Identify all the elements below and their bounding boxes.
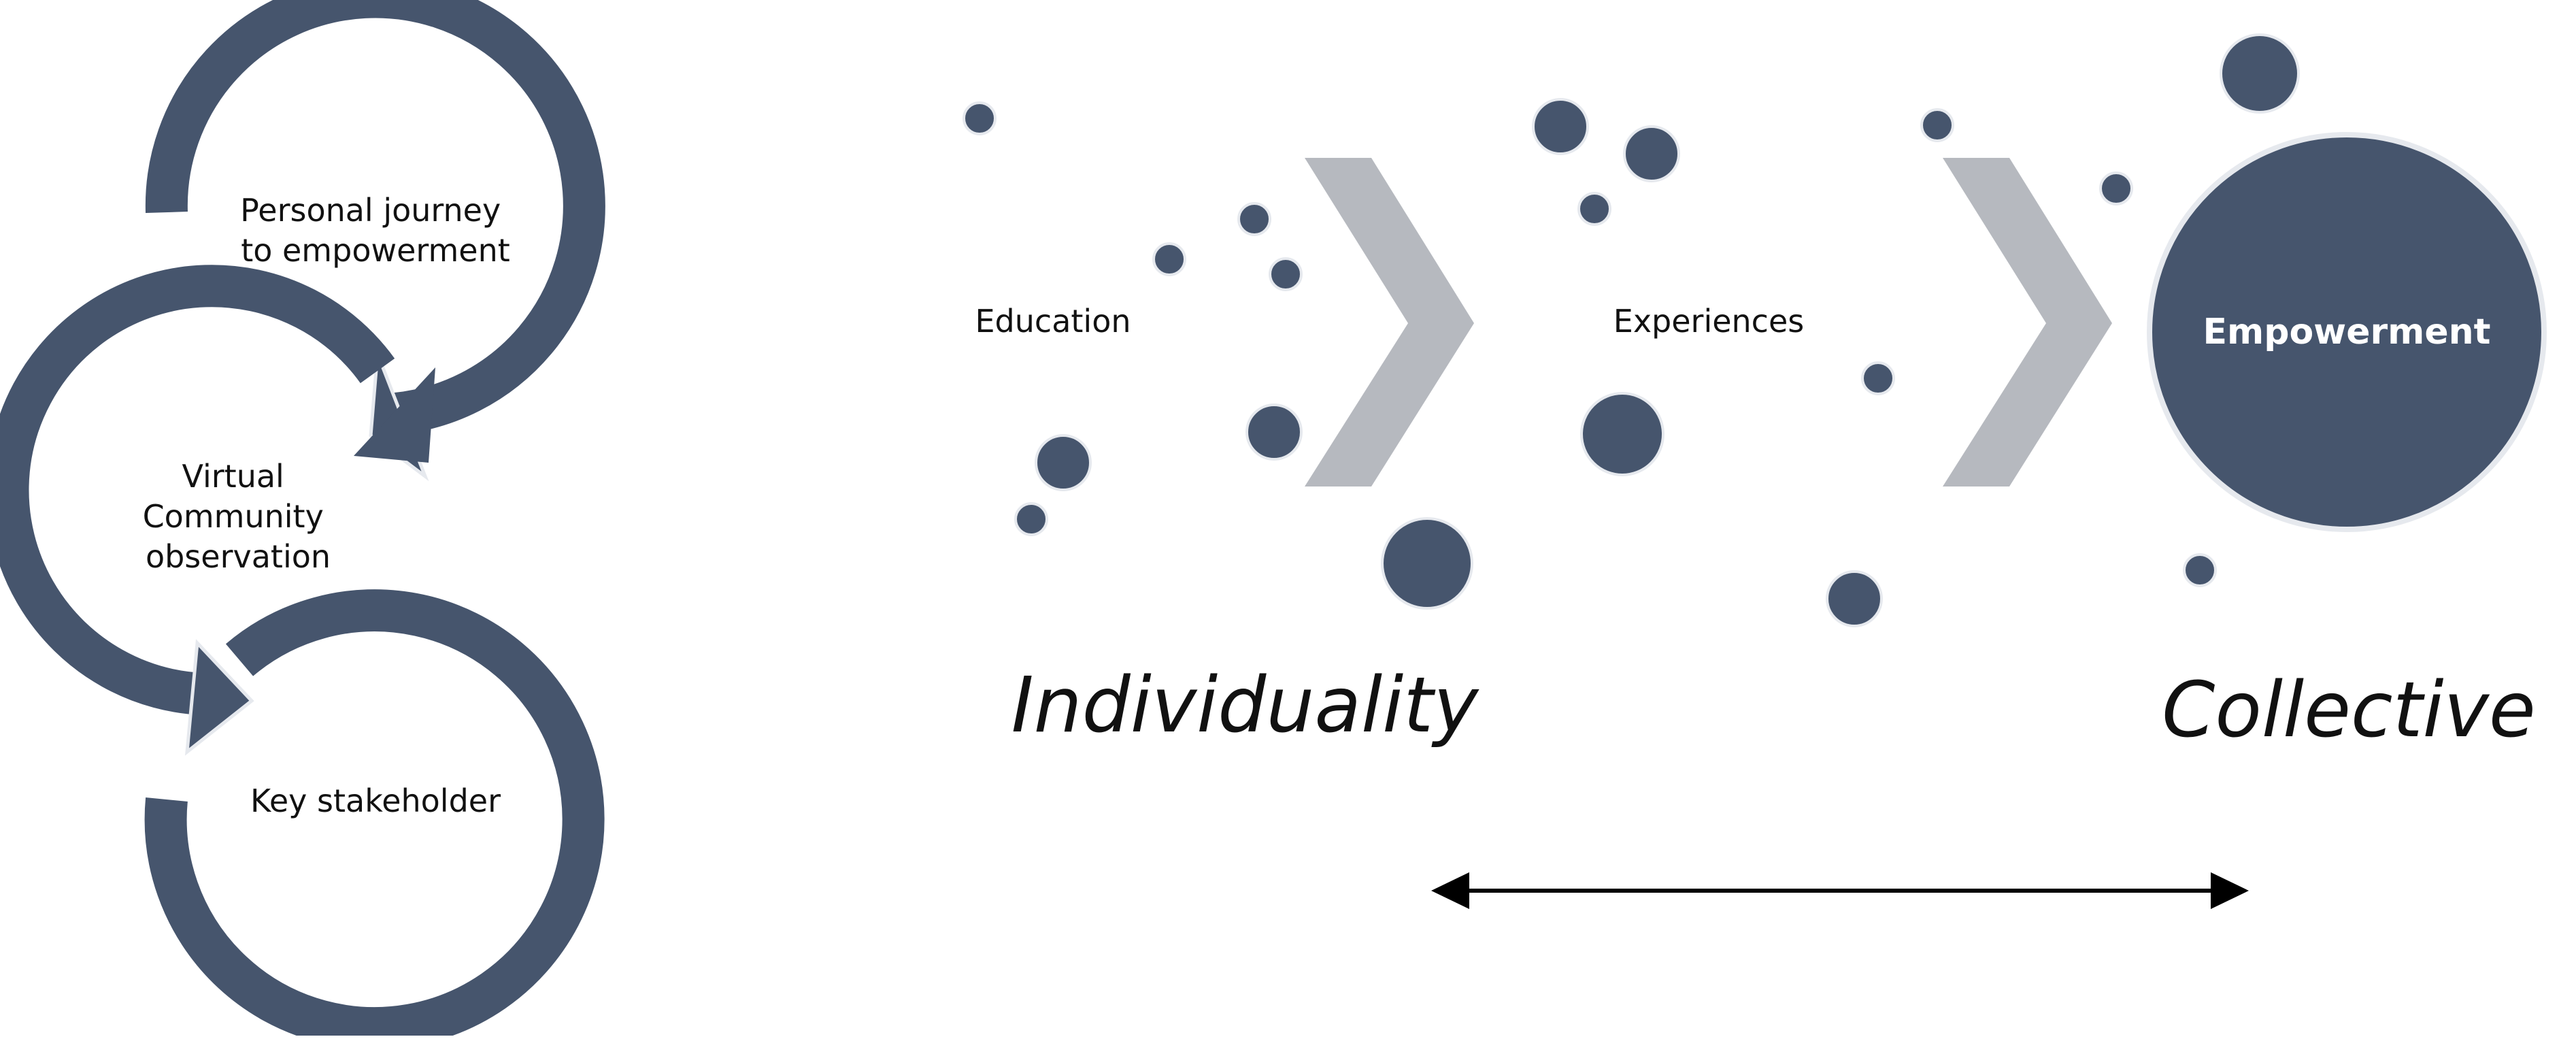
chevron-arrow-1 (1305, 158, 1474, 486)
dot (2183, 553, 2217, 587)
cycle-node-3-label: Key stakeholder (250, 782, 501, 819)
dot (1623, 125, 1680, 182)
chevron-arrow-2 (1943, 158, 2112, 486)
double-headed-arrow-icon (1431, 872, 2249, 909)
dot (1237, 202, 1271, 236)
dot (963, 101, 997, 135)
cycle-ring-top (145, 0, 605, 435)
individuality-label: Individuality (1011, 661, 1479, 750)
dot (1035, 434, 1092, 491)
dot (1920, 108, 1954, 142)
dot (1532, 98, 1589, 155)
experiences-label: Experiences (1613, 303, 1805, 340)
dot (1269, 257, 1303, 291)
dot (1014, 502, 1048, 536)
cycle-arrowhead-middle (184, 639, 254, 756)
collective-label: Collective (2162, 666, 2536, 755)
dot (1245, 403, 1303, 461)
dot (1580, 392, 1665, 476)
cycle-node-1-label: Personal journey to empowerment (240, 192, 511, 269)
education-label: Education (975, 303, 1131, 340)
cycle-node-2-label: Virtual Community observation (143, 458, 334, 575)
dot (1861, 361, 1895, 395)
cycle-diagram: Personal journey to empowerment Virtual … (0, 0, 605, 1039)
dot (1152, 242, 1186, 276)
dot (2220, 33, 2300, 114)
process-diagram: Empowerment Education Experiences (963, 33, 2547, 627)
scattered-dots (963, 33, 2300, 627)
cycle-ring-bottom (144, 589, 605, 1039)
dot (1826, 570, 1883, 627)
cycle-ring-middle (0, 265, 395, 715)
empowerment-label: Empowerment (2203, 312, 2491, 352)
dot (2099, 171, 2133, 205)
dot (1381, 517, 1473, 610)
dot (1577, 192, 1611, 226)
empowerment-circle (2147, 132, 2547, 532)
